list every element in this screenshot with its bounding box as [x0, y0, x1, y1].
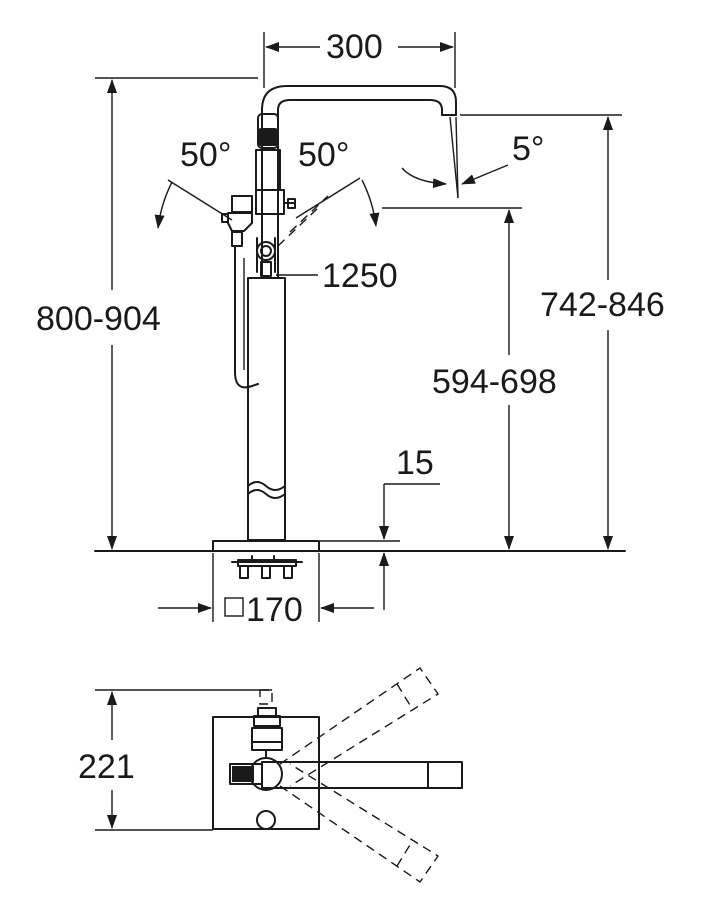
hand-shower-holder	[256, 237, 276, 277]
plan-spout-rotated-down	[279, 763, 439, 883]
floor-offset-label: 15	[396, 444, 434, 482]
dim-300: 300	[263, 28, 456, 88]
angle-right-label: 50°	[298, 136, 349, 174]
hose-length-label: 1250	[322, 257, 398, 295]
hose-valve	[221, 195, 259, 389]
depth-label: 221	[78, 748, 135, 786]
floor-flange	[196, 540, 336, 579]
spout	[261, 85, 459, 199]
dim-total-height: 800-904	[36, 77, 258, 550]
dim-depth: 221	[78, 689, 272, 831]
dim-floor-offset: 15	[320, 444, 440, 610]
base-size-label: 170	[246, 591, 303, 629]
angle-spout-label: 5°	[512, 130, 545, 168]
mixer-handle	[255, 113, 296, 215]
spout-height-label: 742-846	[540, 286, 665, 324]
dim-handle-height: 594-698	[382, 207, 557, 550]
plan-view: 221	[78, 667, 463, 883]
plan-base	[212, 716, 320, 830]
total-height-label: 800-904	[36, 300, 161, 338]
plan-spout	[261, 761, 463, 789]
dim-base-size: 170	[158, 553, 374, 629]
handle-height-label: 594-698	[432, 363, 557, 401]
angle-left-label: 50°	[180, 136, 231, 174]
front-elevation: 50° 50° 5° 1250 300	[36, 28, 665, 629]
square-symbol-icon	[224, 597, 244, 617]
plan-spout-rotated-up	[279, 667, 439, 787]
dim-spout-height: 742-846	[460, 114, 665, 550]
width-label: 300	[326, 28, 383, 66]
